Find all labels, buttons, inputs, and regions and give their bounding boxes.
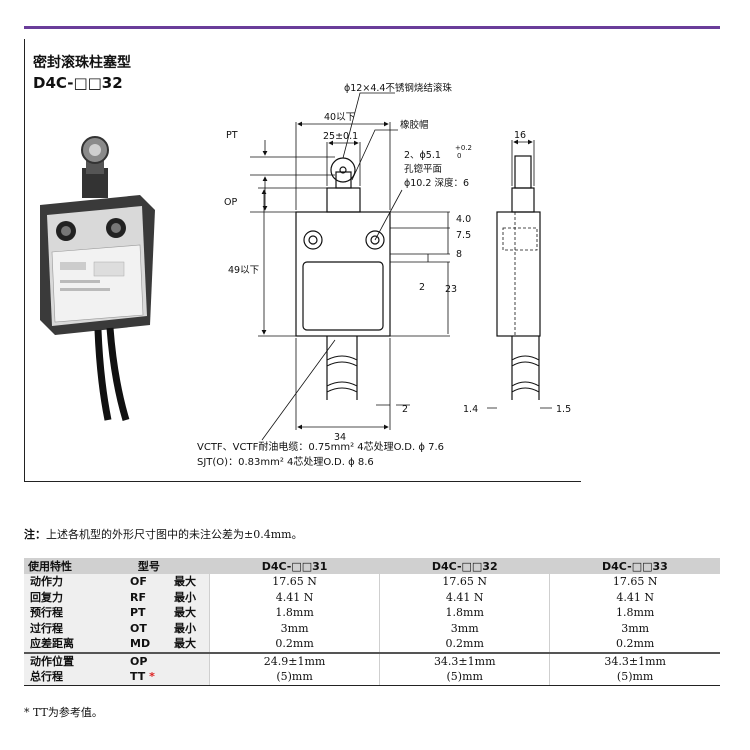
dimension-lines [250,92,552,441]
hole-note-line3: ϕ10.2 深度：6 [404,177,469,189]
tolerance-note: 注：上述各机型的外形尺寸图中的未注公差为±0.4mm。 [24,526,303,542]
dim-16: 16 [514,130,526,141]
table-header-row: 使用特性 型号 D4C-□□31 D4C-□□32 D4C-□□33 [24,558,720,574]
dim-34: 34 [334,432,346,443]
tt-star: * [149,670,155,683]
dim-1-5: 1.5 [556,404,571,415]
hole-tol-bot: 0 [457,152,461,160]
hole-note-line2: 孔锪平面 [404,163,442,175]
dim-25: 25±0.1 [323,131,358,142]
cable-spec-2: SJT(O)：0.83mm² 4芯处理O.D. ϕ 8.6 [197,455,374,468]
rubber-cap-label: 橡胶帽 [400,119,429,131]
header-model-32: D4C-□□32 [379,558,550,574]
hole-note-line1: 2、ϕ5.1 [404,150,441,161]
drawing-frame [24,39,581,482]
dim-1-4: 1.4 [463,404,478,415]
roller-note: ϕ12×4.4不锈钢烧结滚珠 [344,82,452,94]
section-title: 密封滚珠柱塞型 [33,55,131,71]
dim-49: 49以下 [228,265,259,276]
header-model-33: D4C-□□33 [549,558,720,574]
op-label: OP [224,197,237,208]
dim-2-mid: 2 [419,282,425,293]
dimension-drawing: ϕ12×4.4不锈钢烧结滚珠 40以下 25±0.1 橡胶帽 PT OP 2、ϕ… [40,82,571,468]
product-photo [40,136,155,422]
dim-8: 8 [456,249,462,260]
dim-2-bottom: 2 [402,404,408,415]
pt-label: PT [226,130,238,141]
dim-7-5: 7.5 [456,230,471,241]
header-characteristics: 使用特性 型号 [24,558,210,574]
note-text: 上述各机型的外形尺寸图中的未注公差为±0.4mm。 [46,528,303,541]
dim-40: 40以下 [324,112,355,123]
dim-4-0: 4.0 [456,214,471,225]
footnote: * TT为参考值。 [24,706,103,719]
model-title: D4C-□□32 [33,74,123,92]
front-view [295,157,391,400]
side-view [496,155,541,400]
note-label: 注： [24,528,46,541]
dim-23: 23 [445,284,457,295]
hole-tol-top: +0.2 [455,144,472,152]
header-model-31: D4C-□□31 [209,558,380,574]
cable-spec-1: VCTF、VCTF耐油电缆：0.75mm² 4芯处理O.D. ϕ 7.6 [197,440,444,453]
top-accent-line [24,26,720,29]
